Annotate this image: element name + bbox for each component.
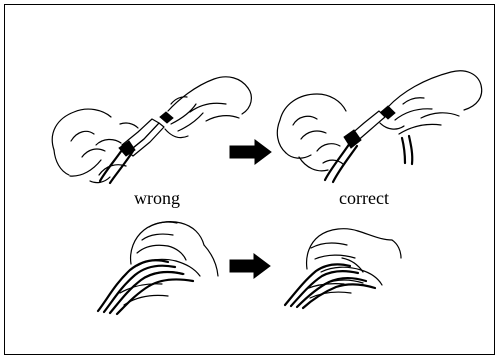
correct-disconnect-illustration: [276, 70, 483, 184]
right-arrow-icon: [229, 253, 271, 279]
right-arrow-icon: [229, 139, 272, 165]
wrong-disconnect-illustration: [51, 76, 252, 185]
wrong-label: wrong: [134, 188, 180, 208]
diagram-frame: [4, 4, 495, 355]
correct-label: correct: [339, 188, 389, 208]
wrong-pull-illustration: [96, 221, 219, 316]
correct-pull-illustration: [283, 228, 402, 310]
